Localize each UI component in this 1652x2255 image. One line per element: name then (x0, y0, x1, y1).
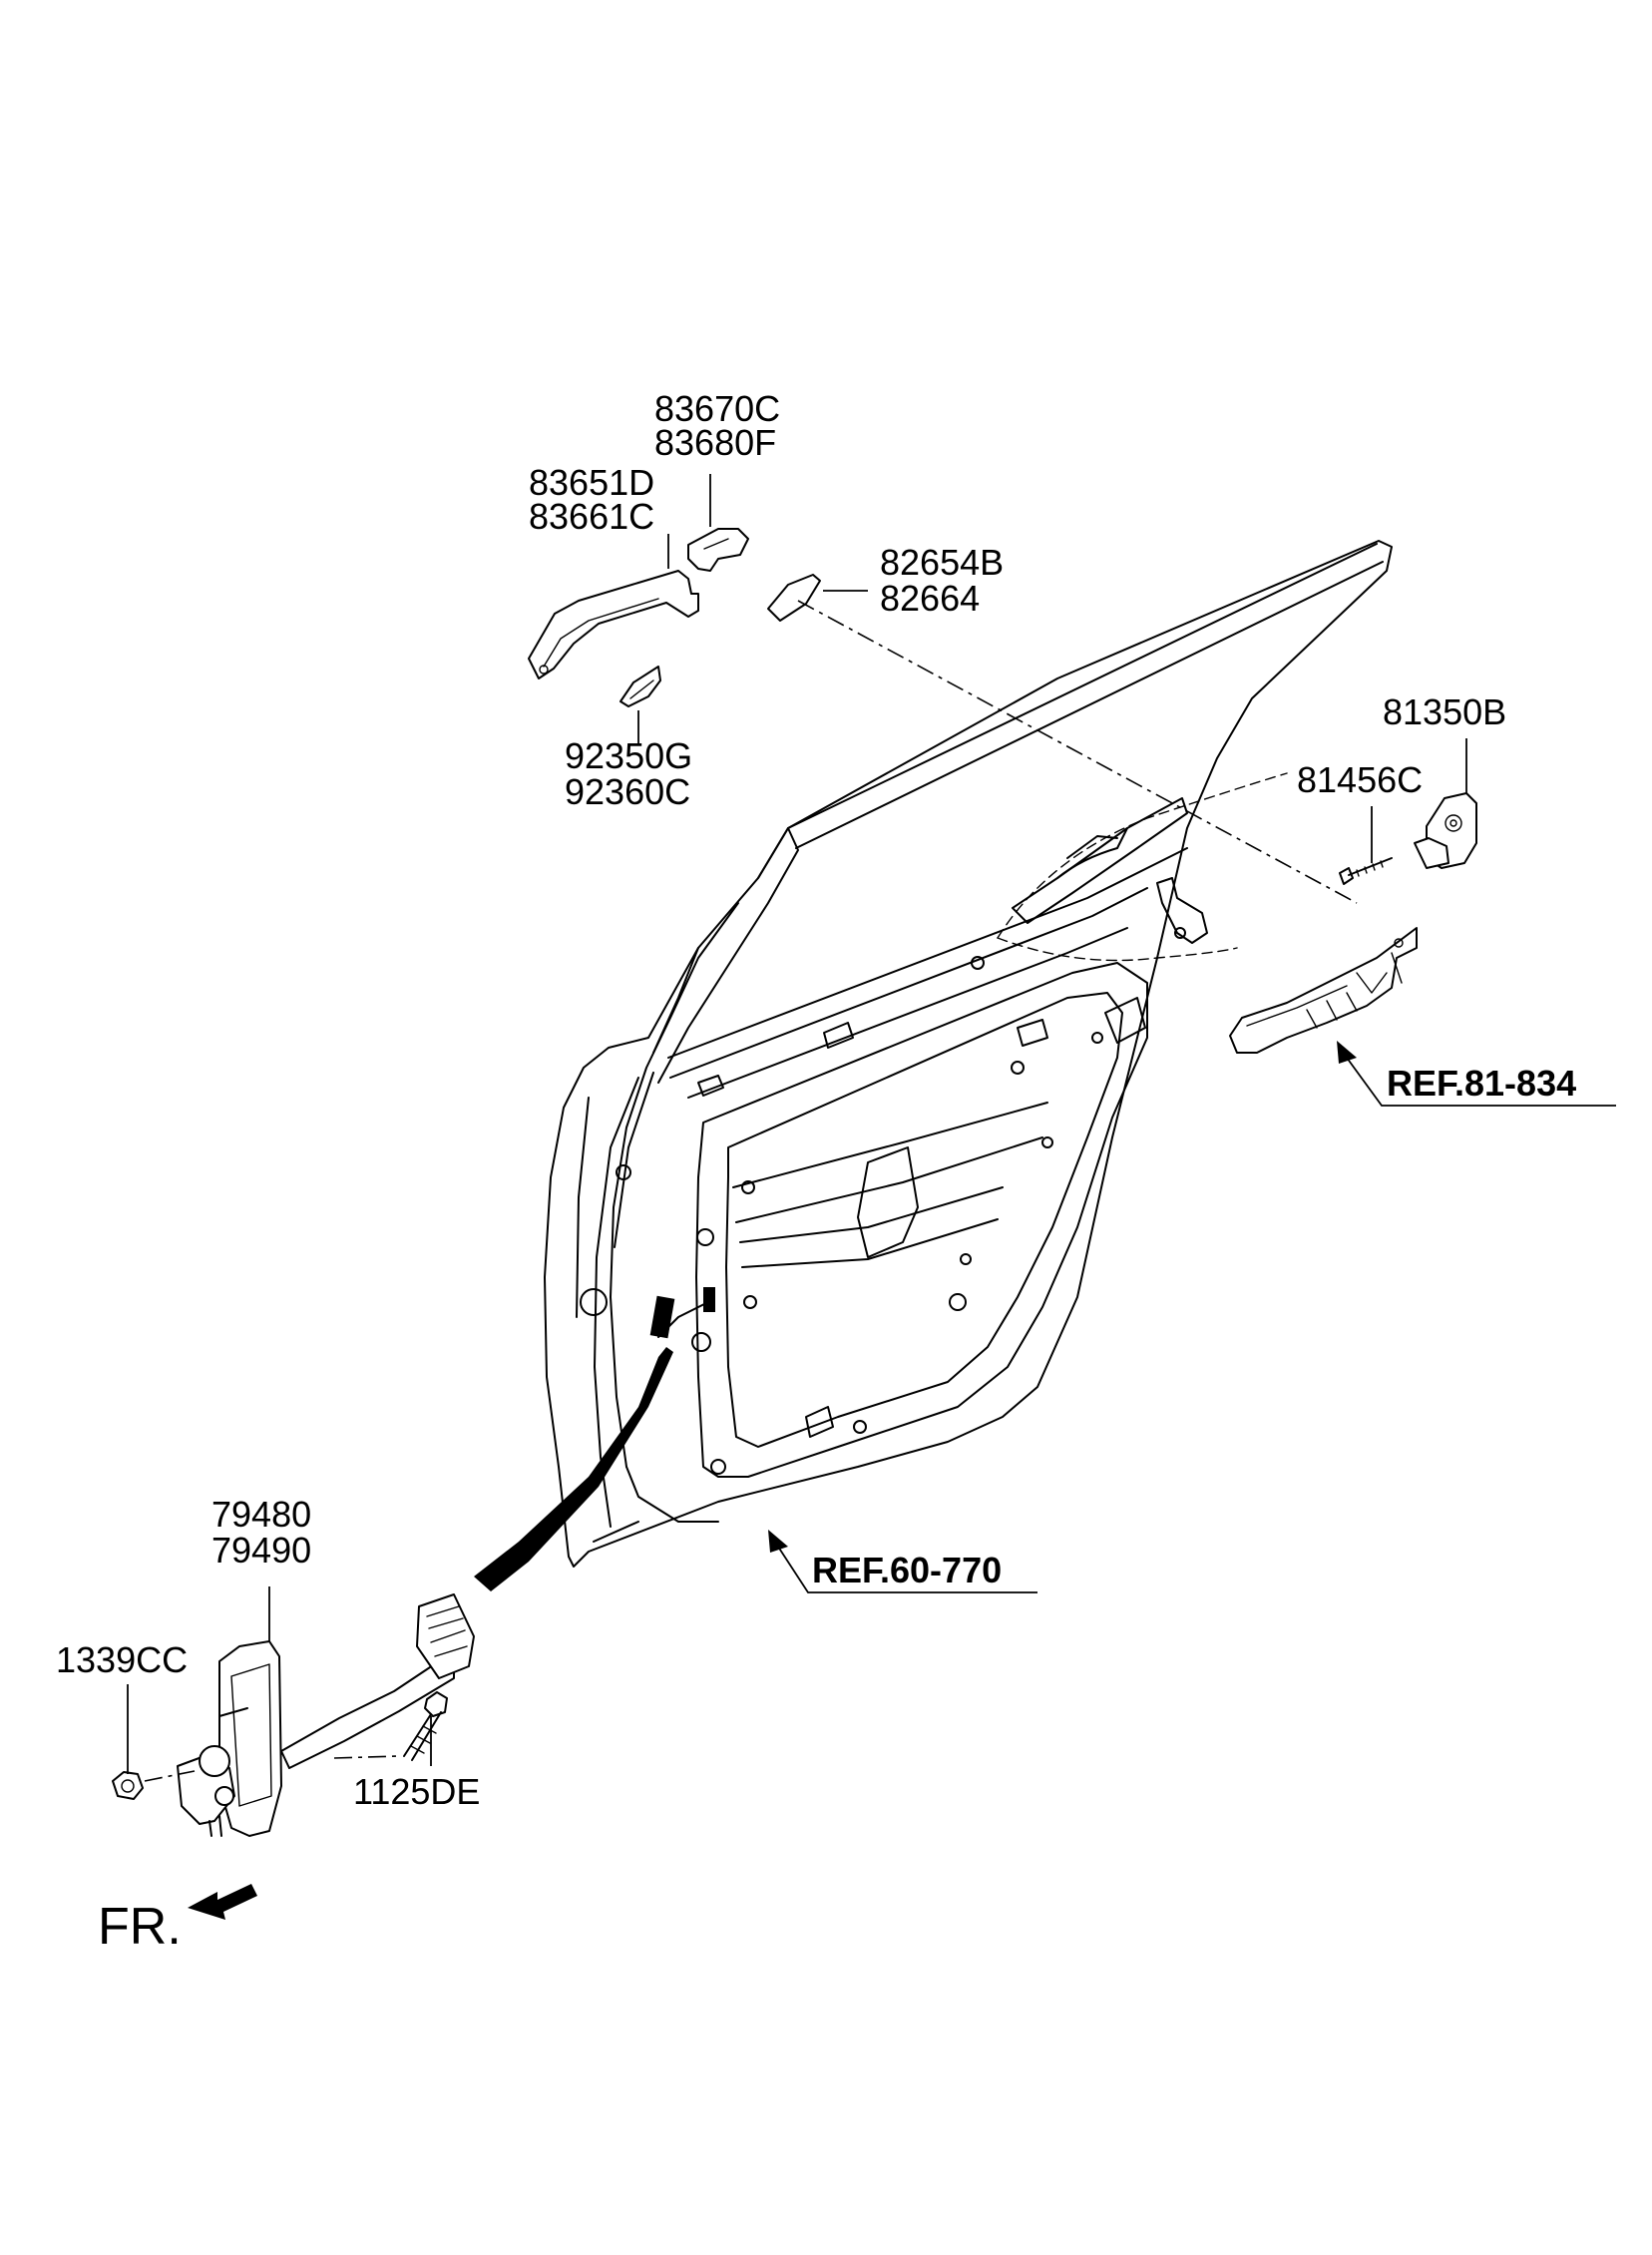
label-nut: 1339CC (56, 1639, 188, 1680)
label-handle-cap-2: 82664 (880, 578, 980, 619)
label-screw: 81456C (1297, 759, 1423, 800)
ref-door-panel: REF.60-770 (812, 1550, 1002, 1590)
bolt (403, 1691, 448, 1761)
bolt-link-line (333, 1755, 400, 1759)
ref-handle-bracket: REF.81-834 (1387, 1063, 1576, 1104)
door-checker (177, 1593, 475, 1837)
outer-handle-assembly (528, 528, 821, 707)
handle-bracket (1229, 927, 1418, 1054)
nut-link-line (144, 1770, 196, 1782)
label-outer-handle-1: 83651D (529, 462, 654, 503)
label-handle-cap-1: 82654B (880, 542, 1004, 583)
front-direction-label: FR. (98, 1898, 182, 1956)
label-handle-pad-2: 92360C (565, 771, 690, 812)
front-arrow-icon (188, 1884, 257, 1920)
label-checker-1: 79480 (211, 1494, 311, 1535)
outer-handle (528, 570, 699, 679)
label-handle-cover-2: 83680F (654, 422, 776, 463)
label-outer-handle-2: 83661C (529, 496, 654, 537)
key-cylinder-base (1414, 792, 1477, 869)
label-handle-cover-1: 83670C (654, 388, 780, 429)
handle-pad (620, 666, 661, 707)
nut (112, 1771, 144, 1800)
rear-door-panel (544, 540, 1393, 1568)
screw (1339, 857, 1393, 885)
cap-link-line (797, 600, 1358, 904)
label-key-cylinder-base: 81350B (1383, 691, 1506, 732)
outer-handle-cover (687, 528, 749, 572)
label-bolt: 1125DE (353, 1771, 480, 1812)
checker-wire (474, 1287, 715, 1591)
label-handle-pad-1: 92350G (565, 735, 692, 776)
label-checker-2: 79490 (211, 1530, 311, 1571)
handle-cap (767, 574, 821, 622)
